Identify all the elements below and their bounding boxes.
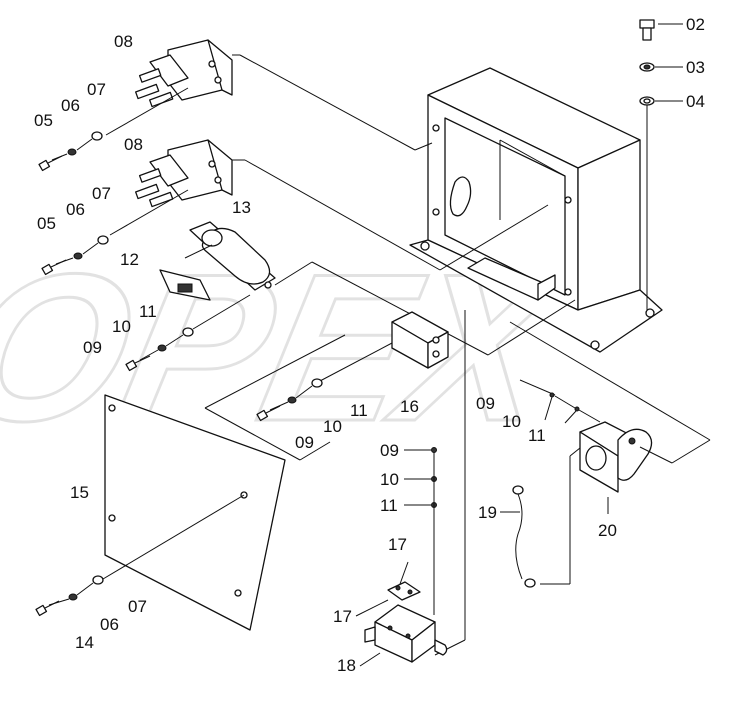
screw-05-a (38, 155, 63, 172)
cover-panel-15 (104, 394, 286, 631)
callout-12: 12 (120, 250, 139, 269)
washer-06-a (67, 148, 77, 156)
callout-16: 16 (400, 397, 419, 416)
clip-12 (159, 269, 211, 301)
callout-04: 04 (686, 92, 705, 111)
callout-11-d: 11 (380, 496, 398, 515)
washer-11-b (311, 378, 323, 388)
ground-cable-19 (512, 485, 536, 588)
callout-19: 19 (478, 503, 497, 522)
callout-13: 13 (232, 198, 251, 217)
washer-07-b (97, 235, 109, 245)
washer-11-a (182, 327, 194, 337)
callout-09-c: 09 (476, 394, 495, 413)
callout-20: 20 (598, 521, 617, 540)
callout-10-d: 10 (380, 470, 399, 489)
callout-10-b: 10 (323, 417, 342, 436)
callout-05-bottom: 05 (37, 214, 56, 233)
callout-17-left: 17 (333, 607, 352, 626)
screw-09-b (256, 405, 281, 422)
callout-10-a: 10 (112, 317, 131, 336)
callout-07-panel: 07 (128, 597, 147, 616)
callout-07-top: 07 (87, 80, 106, 99)
washer-10-b (287, 396, 297, 404)
callout-08-top: 08 (114, 32, 133, 51)
washer-07-c (92, 575, 104, 585)
washer-10-a (157, 344, 167, 352)
callout-17-top: 17 (388, 535, 407, 554)
callout-06-bottom: 06 (66, 200, 85, 219)
washer-07-a (91, 131, 103, 141)
hardware-stack-c (431, 447, 437, 615)
callout-10-c: 10 (502, 412, 521, 431)
battery-switch-20 (579, 421, 653, 493)
callout-08-bottom: 08 (124, 135, 143, 154)
callout-11-a: 11 (139, 302, 157, 321)
callout-11-c: 11 (528, 426, 546, 445)
module-16 (391, 311, 449, 369)
callout-15: 15 (70, 483, 89, 502)
callout-03: 03 (686, 58, 705, 77)
callout-06-top: 06 (61, 96, 80, 115)
callout-09-b: 09 (295, 433, 314, 452)
bracket-17 (387, 581, 421, 601)
relay-08-bottom (134, 139, 233, 208)
callout-05-top: 05 (34, 111, 53, 130)
washer-06-c (68, 593, 78, 601)
washer-06-b (73, 252, 83, 260)
callout-06-panel: 06 (100, 615, 119, 634)
callout-09-d: 09 (380, 441, 399, 460)
callout-07-bottom: 07 (92, 184, 111, 203)
enclosure-box (409, 67, 663, 353)
relay-08-top (134, 39, 233, 108)
screw-02 (639, 19, 655, 41)
callout-09-a: 09 (83, 338, 102, 357)
relay-box-18 (364, 604, 448, 663)
bracket-13 (184, 221, 276, 291)
callout-14: 14 (75, 633, 94, 652)
callout-18: 18 (337, 656, 356, 675)
callout-11-b: 11 (350, 401, 368, 420)
screw-09-a (125, 355, 151, 372)
callout-02: 02 (686, 15, 705, 34)
